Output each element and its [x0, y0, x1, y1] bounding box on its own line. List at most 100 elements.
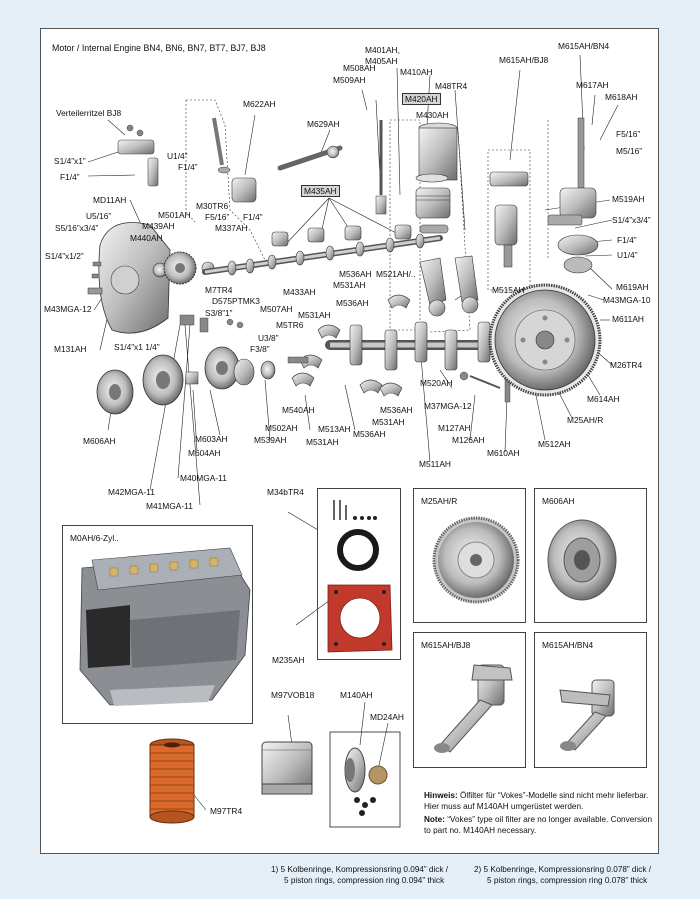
label-m410ah: M410AH: [400, 67, 433, 77]
label-m48tr4: M48TR4: [435, 81, 468, 91]
label-f14-c: F1/4”: [243, 212, 263, 222]
oil-filler-illustration: [277, 145, 343, 171]
label-m401ah: M401AH,: [365, 45, 400, 55]
label-m337ah: M337AH: [215, 223, 248, 233]
label-f5-16-center: F5/16”: [205, 212, 230, 222]
label-s14x1-2: S1/4”x1/2”: [45, 251, 84, 261]
note-german: Hinweis: Ölfilter für “Vokes”-Modelle si…: [424, 790, 652, 812]
label-m439ah: M439AH: [142, 221, 175, 231]
label-u5-16: U5/16”: [86, 211, 112, 221]
label-u14-a: U1/4”: [167, 151, 188, 161]
label-m615ah-bn4-top: M615AH/BN4: [558, 41, 610, 51]
panel-oil-pump-bn4: M615AH/BN4: [534, 632, 647, 768]
label-m531ah-b: M531AH: [298, 310, 331, 320]
label-m603ah: M603AH: [195, 434, 228, 444]
label-s5-16x3-4: S5/16”x3/4”: [55, 223, 99, 233]
pulley-photo: [547, 519, 617, 601]
label-f38: F3/8”: [250, 344, 270, 354]
label-s14x1: S1/4”x1”: [54, 156, 86, 166]
distributor-pinion-illustration: [117, 124, 159, 187]
flywheel-illustration: [488, 283, 602, 397]
label-m40mga11: M40MGA-11: [180, 473, 227, 483]
label-m34btr4: M34bTR4: [267, 487, 304, 497]
dipstick-illustration: [375, 120, 387, 215]
diagram-title: Motor / Internal Engine BN4, BN6, BN7, B…: [52, 43, 266, 53]
label-m520ah: M520AH: [420, 378, 453, 388]
label-m30tr6: M30TR6: [196, 201, 229, 211]
label-m618ah: M618AH: [605, 92, 638, 102]
gasket-kit-frame: [317, 488, 401, 660]
crankshaft-illustration: [325, 321, 525, 371]
panel-complete-engine-title: M0AH/6-Zyl..: [70, 533, 119, 543]
label-m540ah: M540AH: [282, 405, 315, 415]
label-m502ah: M502AH: [265, 423, 298, 433]
label-u38: U3/8”: [258, 333, 279, 343]
note-english-text: “Vokes” type oil filter are no longer av…: [424, 815, 652, 835]
label-m41mga11: M41MGA-11: [146, 501, 193, 511]
oil-pump-bn4-illustration: [547, 117, 599, 274]
flywheel-photo: [432, 516, 520, 604]
footnote-1: 1) 5 Kolbenringe, Kompressionsring 0.094…: [271, 864, 448, 886]
oil-pump-bj8-illustration: [489, 171, 529, 268]
label-m512ah: M512AH: [538, 439, 571, 449]
oil-filter-note: Hinweis: Ölfilter für “Vokes”-Modelle si…: [424, 790, 652, 836]
note-english: Note: “Vokes” type oil filter are no lon…: [424, 814, 652, 836]
subtitle-distributor-pinion: Verteilerritzel BJ8: [56, 108, 122, 118]
label-m440ah: M440AH: [130, 233, 163, 243]
label-m42mga11: M42MGA-11: [108, 487, 155, 497]
label-m140ah: M140AH: [340, 690, 373, 700]
label-m604ah: M604AH: [188, 448, 221, 458]
label-m539ah: M539AH: [254, 435, 287, 445]
label-m435ah: M435AH: [301, 185, 340, 198]
label-s38x1: S3/8”1”: [205, 308, 233, 318]
camshaft-illustration: [202, 233, 443, 276]
oil-pump-bj8-photo: [434, 664, 513, 753]
label-m629ah: M629AH: [307, 119, 340, 129]
label-m536ah-c: M536AH: [380, 405, 413, 415]
label-m5tr6: M5TR6: [276, 320, 304, 330]
label-m501ah: M501AH: [158, 210, 191, 220]
complete-engine-photo: [79, 547, 251, 706]
label-f14-left: F1/4”: [60, 172, 80, 182]
label-md11ah: MD11AH: [93, 195, 127, 205]
label-md24ah: MD24AH: [370, 712, 404, 722]
label-u14-right: U1/4”: [617, 250, 638, 260]
label-m7tr4: M7TR4: [205, 285, 233, 295]
label-m611ah: M611AH: [612, 314, 644, 324]
label-m521ah: M521AH/..: [376, 269, 416, 279]
small-hardware-illustration: [91, 261, 511, 403]
label-s14x1-14: S1/4”x1 1/4”: [114, 342, 160, 352]
label-f14-right: F1/4”: [617, 235, 637, 245]
label-f14-b: F1/4”: [178, 162, 198, 172]
timing-gears-illustration: [163, 251, 215, 285]
panel-oil-pump-bn4-title: M615AH/BN4: [542, 640, 594, 650]
footnote-1-line-1: 1) 5 Kolbenringe, Kompressionsring 0.094…: [271, 865, 449, 874]
label-m509ah: M509AH: [333, 75, 366, 85]
timing-cover-illustration: [87, 222, 171, 334]
label-m37mga12: M37MGA-12: [424, 401, 472, 411]
label-m536ah-a: M536AH: [339, 269, 372, 279]
footnote-2: 2) 5 Kolbenringe, Kompressionsring 0.078…: [474, 864, 651, 886]
label-m433ah: M433AH: [283, 287, 316, 297]
label-f5-16-right: F5/16”: [616, 129, 641, 139]
label-s14x3-4: S1/4”x3/4”: [612, 215, 651, 225]
label-m430ah: M430AH: [416, 110, 449, 120]
label-m536ah-d: M536AH: [353, 429, 386, 439]
label-m617ah: M617AH: [576, 80, 609, 90]
label-d575ptmk3: D575PTMK3: [212, 296, 260, 306]
label-m614ah: M614AH: [587, 394, 620, 404]
label-m235ah: M235AH: [272, 655, 305, 665]
label-m615ah-bj8-top: M615AH/BJ8: [499, 55, 549, 65]
panel-flywheel: M25AH/R: [413, 488, 526, 623]
label-m97tr4: M97TR4: [210, 806, 243, 816]
cam-bearings-illustration: [271, 224, 412, 247]
label-m606ah: M606AH: [83, 436, 116, 446]
label-m507ah: M507AH: [260, 304, 293, 314]
pistons-illustration: [415, 122, 458, 234]
panel-complete-engine: M0AH/6-Zyl..: [62, 525, 253, 724]
oil-filter-element-illustration: [149, 738, 195, 824]
front-pulleys-illustration: [96, 346, 276, 415]
label-m508ah: M508AH: [343, 63, 376, 73]
note-german-label: Hinweis:: [424, 791, 458, 800]
